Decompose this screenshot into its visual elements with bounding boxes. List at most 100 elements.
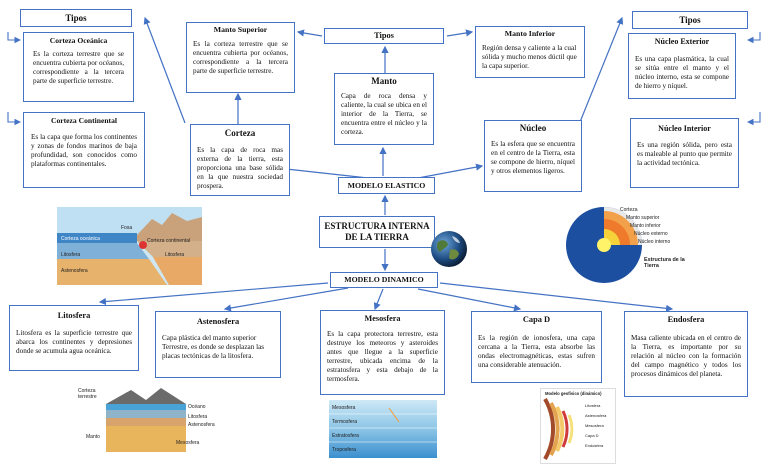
capa-d-title: Capa D xyxy=(522,315,551,324)
earth-block-image: Corteza terrestre Océano Litosfera Asten… xyxy=(76,386,218,456)
litosfera-box: Litosfera Litosfera es la superficie ter… xyxy=(9,305,139,371)
earth-globe-icon xyxy=(431,231,467,267)
corteza-oceanica-title: Corteza Oceánica xyxy=(49,36,108,45)
center-tipos-header: Tipos xyxy=(324,28,444,44)
astenosfera-box: Astenosfera Capa plástica del manto supe… xyxy=(155,311,281,378)
corteza-continental-text: Es la capa que forma los continentes y z… xyxy=(31,133,137,168)
nucleo-exterior-title: Núcleo Exterior xyxy=(654,37,710,46)
arrow-tipos-manto-inferior xyxy=(446,29,474,37)
nucleo-text: Es la esfera que se encuentra en el cent… xyxy=(491,140,575,175)
label-litosfera-right: Litosfera xyxy=(165,252,185,258)
nucleo-title: Núcleo xyxy=(519,123,547,133)
label-estructura-tierra: Estructura de la Tierra xyxy=(644,257,685,269)
capa-d-box: Capa D Es la región de ionosfera, una ca… xyxy=(471,311,602,383)
bracket-arrow-exterior xyxy=(746,32,761,44)
endosfera-text: Masa caliente ubicada en el centro de la… xyxy=(631,334,741,378)
endosfera-box: Endosfera Masa caliente ubicada en el ce… xyxy=(624,311,748,397)
astenosfera-text: Capa plástica del manto superior Terrest… xyxy=(162,334,265,360)
nucleo-box: Núcleo Es la esfera que se encuentra en … xyxy=(484,120,582,192)
earth-layers-illustration xyxy=(566,207,642,283)
manto-inferior-text: Región densa y caliente a la cual sólida… xyxy=(482,44,577,70)
manto-title: Manto xyxy=(371,76,397,86)
label-modelo-geofisico: Modelo geofísico (dinámico) xyxy=(545,391,602,396)
endosfera-title: Endosfera xyxy=(667,315,705,324)
nucleo-exterior-text: Es una capa plasmática, la cual se sitúa… xyxy=(635,55,729,90)
atmosphere-image: Mesosfera Termosfera Estratosfera Tropos… xyxy=(329,400,437,458)
label-atm-mesosfera: Mesosfera xyxy=(332,405,356,411)
label-manto: Manto xyxy=(86,434,100,440)
mesosfera-box: Mesosfera Es la capa protectora terrestr… xyxy=(320,310,445,395)
label-atm-estratosfera: Estratosfera xyxy=(332,433,359,439)
corteza-oceanica-box: Corteza Oceánica Es la corteza terrestre… xyxy=(23,32,134,102)
modelo-dinamico-label: MODELO DINAMICO xyxy=(330,272,438,288)
bracket-arrow-continental xyxy=(7,112,22,126)
capa-d-text: Es la región de ionosfera, una capa cerc… xyxy=(478,334,595,369)
label-corteza-terrestre: Corteza terrestre xyxy=(78,388,97,400)
label-litosfera: Litosfera xyxy=(188,414,208,420)
bracket-arrow-oceanica xyxy=(7,32,22,44)
arrow-nucleo-tipos xyxy=(579,16,624,123)
tectonic-plates-image: Corteza oceánica Corteza continental Lit… xyxy=(57,207,202,285)
tectonic-illustration xyxy=(57,207,202,285)
label-astenosfera: Astenosfera xyxy=(188,422,215,428)
geophysical-model-image: Modelo geofísico (dinámico) Litosfera As… xyxy=(540,388,616,464)
manto-superior-text: Es la corteza terrestre que se encuentra… xyxy=(193,40,288,75)
label-nucleo-externo: Núcleo externo xyxy=(634,231,668,237)
geophysical-illustration xyxy=(543,398,574,460)
label-geo-endosfera: Endosfera xyxy=(585,443,604,448)
label-atm-troposfera: Troposfera xyxy=(332,447,356,453)
arrow-dinamico-capa-d xyxy=(417,288,522,312)
label-atm-termosfera: Termosfera xyxy=(332,419,358,425)
corteza-text: Es la capa de roca mas externa de la tie… xyxy=(197,146,283,190)
astenosfera-title: Astenosfera xyxy=(196,317,240,326)
label-litosfera-left: Litosfera xyxy=(61,252,81,258)
manto-superior-box: Manto Superior Es la corteza terrestre q… xyxy=(186,22,295,93)
earth-block-illustration xyxy=(106,388,186,452)
label-geo-mesosfera: Mesosfera xyxy=(585,423,604,428)
label-manto-superior: Manto superior xyxy=(626,215,660,221)
manto-text: Capa de roca densa y caliente, la cual s… xyxy=(341,92,427,136)
corteza-oceanica-text: Es la corteza terrestre que se encuentra… xyxy=(33,50,124,85)
label-geo-capa-d: Capa D xyxy=(585,433,599,438)
modelo-elastico-label: MODELO ELASTICO xyxy=(338,177,435,194)
atmosphere-illustration xyxy=(329,407,437,443)
arrow-dinamico-mesosfera xyxy=(373,288,384,311)
arrow-elastico-nucleo xyxy=(417,163,484,179)
arrow-tipos-manto-superior xyxy=(296,29,323,37)
estructura-title: ESTRUCTURA INTERNA DE LA TIERRA xyxy=(319,216,435,248)
mesosfera-text: Es la capa protectora terrestre, esta de… xyxy=(327,330,438,383)
label-manto-inferior: Manto inferior xyxy=(630,223,661,229)
label-nucleo-interno: Núcleo interno xyxy=(638,239,671,245)
arrow-corteza-tipos xyxy=(143,16,186,124)
corteza-title: Corteza xyxy=(224,128,256,138)
label-geo-litosfera: Litosfera xyxy=(585,403,601,408)
label-mesosfera: Mesosfera xyxy=(176,440,200,446)
label-corteza: Corteza xyxy=(620,207,638,213)
manto-inferior-title: Manto Inferior xyxy=(504,29,556,38)
nucleo-interior-title: Núcleo Interior xyxy=(658,124,711,133)
corteza-box: Corteza Es la capa de roca mas externa d… xyxy=(190,124,290,196)
label-corteza-oceanica: Corteza oceánica xyxy=(61,236,100,242)
corteza-continental-box: Corteza Continental Es la capa que forma… xyxy=(23,112,145,188)
arrow-dinamico-astenosfera xyxy=(223,287,349,312)
corteza-continental-title: Corteza Continental xyxy=(50,116,117,125)
bracket-arrow-interior xyxy=(746,112,761,126)
label-corteza-continental: Corteza continental xyxy=(147,238,191,244)
litosfera-text: Litosfera es la superficie terrestre que… xyxy=(16,329,132,355)
manto-box: Manto Capa de roca densa y caliente, la … xyxy=(334,73,434,145)
nucleo-exterior-box: Núcleo Exterior Es una capa plasmática, … xyxy=(628,33,736,99)
label-fosa: Fosa xyxy=(121,225,133,231)
label-geo-astenosfera: Astenosfera xyxy=(585,413,607,418)
label-astenosfera: Astenosfera xyxy=(61,268,88,274)
mesosfera-title: Mesosfera xyxy=(364,314,401,323)
manto-superior-title: Manto Superior xyxy=(213,25,268,34)
manto-inferior-box: Manto Inferior Región densa y caliente a… xyxy=(475,26,585,78)
litosfera-title: Litosfera xyxy=(57,311,91,320)
left-tipos-header: Tipos xyxy=(20,9,132,27)
nucleo-interior-box: Núcleo Interior Es una región sólida, pe… xyxy=(630,118,739,188)
nucleo-interior-text: Es una región sólida, pero esta es malea… xyxy=(637,141,732,167)
earth-layers-image: Estructura de la Tierra Corteza Manto su… xyxy=(562,201,696,284)
arrow-dinamico-litosfera xyxy=(98,282,329,306)
right-tipos-header: Tipos xyxy=(632,11,748,29)
